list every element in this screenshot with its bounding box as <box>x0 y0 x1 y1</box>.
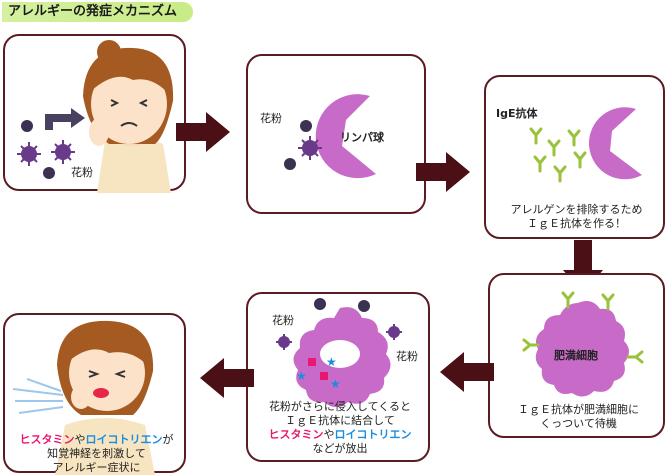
ige-antibody-illustration <box>529 107 642 183</box>
panel-mast-cell: 肥満細胞 ＩｇＥ抗体が肥満細胞に くっついて待機 <box>488 273 665 438</box>
panel-lymphocyte: 花粉 リンパ球 <box>246 54 426 214</box>
mast-cell-illustration <box>522 291 644 397</box>
panel-chemical-release: ★ ★ ★ 花粉 花粉 花粉がさらに侵入してくると ＩｇＥ抗体に結合して ヒスタ… <box>246 292 430 462</box>
arrow-right-icon <box>176 112 230 152</box>
panel3-caption-line2: ＩｇＥ抗体を作る！ <box>527 217 626 230</box>
panel4-caption-line2: くっついて待機 <box>540 417 617 430</box>
panel5-caption-line4: などが放出 <box>312 442 368 455</box>
ya-text: や <box>74 433 86 446</box>
ga-text: が <box>162 433 174 446</box>
leukotriene-text: ロイコトリエン <box>334 428 412 441</box>
panel-pollen-inhalation: 花粉 <box>3 34 186 193</box>
panel-ige-production: IgE抗体 アレルゲンを排除するため ＩｇＥ抗体を作る！ <box>484 75 665 239</box>
ige-antibody-label: IgE抗体 <box>496 107 538 120</box>
panel4-caption-line1: ＩｇＥ抗体が肥満細胞に <box>518 403 639 416</box>
diagram-title: アレルギーの発症メカニズム <box>2 2 194 22</box>
histamine-text: ヒスタミン <box>268 428 324 441</box>
panel5-caption-line3: ヒスタミンやロイコトリエン <box>248 428 432 442</box>
pollen-label: 花粉 <box>71 166 93 179</box>
leukotriene-text: ロイコトリエン <box>85 433 163 446</box>
mast-cell-label: 肥満細胞 <box>554 349 598 362</box>
lymphocyte-label: リンパ球 <box>340 131 384 144</box>
arrow-right-icon <box>416 152 470 192</box>
arrow-left-icon <box>200 358 254 398</box>
panel6-caption-line2: 知覚神経を刺激して <box>47 447 146 460</box>
pollen-label: 花粉 <box>260 112 282 125</box>
person-inhaling-illustration <box>17 40 174 193</box>
svg-text:★: ★ <box>296 369 307 383</box>
panel5-caption-line1: 花粉がさらに侵入してくると <box>268 400 412 413</box>
svg-text:★: ★ <box>326 355 337 369</box>
pollen-label-right: 花粉 <box>396 350 418 363</box>
pollen-label-left: 花粉 <box>272 314 294 327</box>
panel-allergy-symptoms: ヒスタミンやロイコトリエンが 知覚神経を刺激して アレルギー症状に <box>3 313 188 475</box>
panel3-caption-line1: アレルゲンを排除するため <box>510 203 643 216</box>
svg-text:★: ★ <box>330 377 341 391</box>
panel6-caption-line3: アレルギー症状に <box>52 461 141 474</box>
chemical-release-illustration: ★ ★ ★ <box>276 298 402 407</box>
panel6-caption-line1: ヒスタミンやロイコトリエンが <box>5 433 188 447</box>
lymphocyte-illustration <box>284 94 376 179</box>
histamine-text: ヒスタミン <box>19 433 75 446</box>
ya-text: や <box>323 428 335 441</box>
arrow-left-icon <box>440 352 494 392</box>
panel5-caption-line2: ＩｇＥ抗体に結合して <box>285 414 395 427</box>
sneezing-person-illustration <box>12 320 155 475</box>
